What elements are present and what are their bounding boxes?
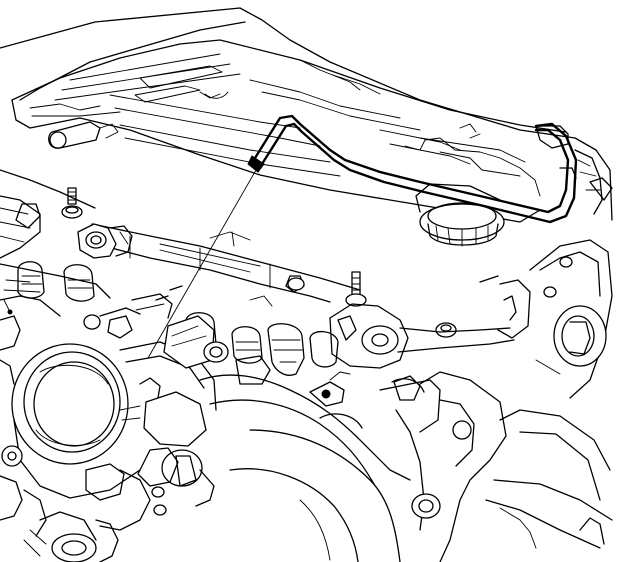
upper-intake-plenum [0,7,613,223]
hose-end-fitting [247,155,265,173]
fuel-rail [77,223,361,303]
sensor-mount-bracket [329,303,515,369]
stud-center [345,271,367,307]
cylinder-head-left [0,169,111,317]
oil-filler-cap [415,183,505,247]
air-inlet-duct [229,413,401,562]
right-support-bracket [479,239,613,399]
bolt-left-top [61,187,83,219]
bolt-center [285,275,305,293]
left-edge-hoses [0,299,21,385]
center-details [131,285,273,385]
vacuum-hose [247,114,578,224]
leader-line [147,169,257,359]
lower-intake-manifold [199,371,613,562]
bolt-right [435,322,457,338]
bolt-bottom [411,493,441,519]
throttle-body [0,307,229,562]
